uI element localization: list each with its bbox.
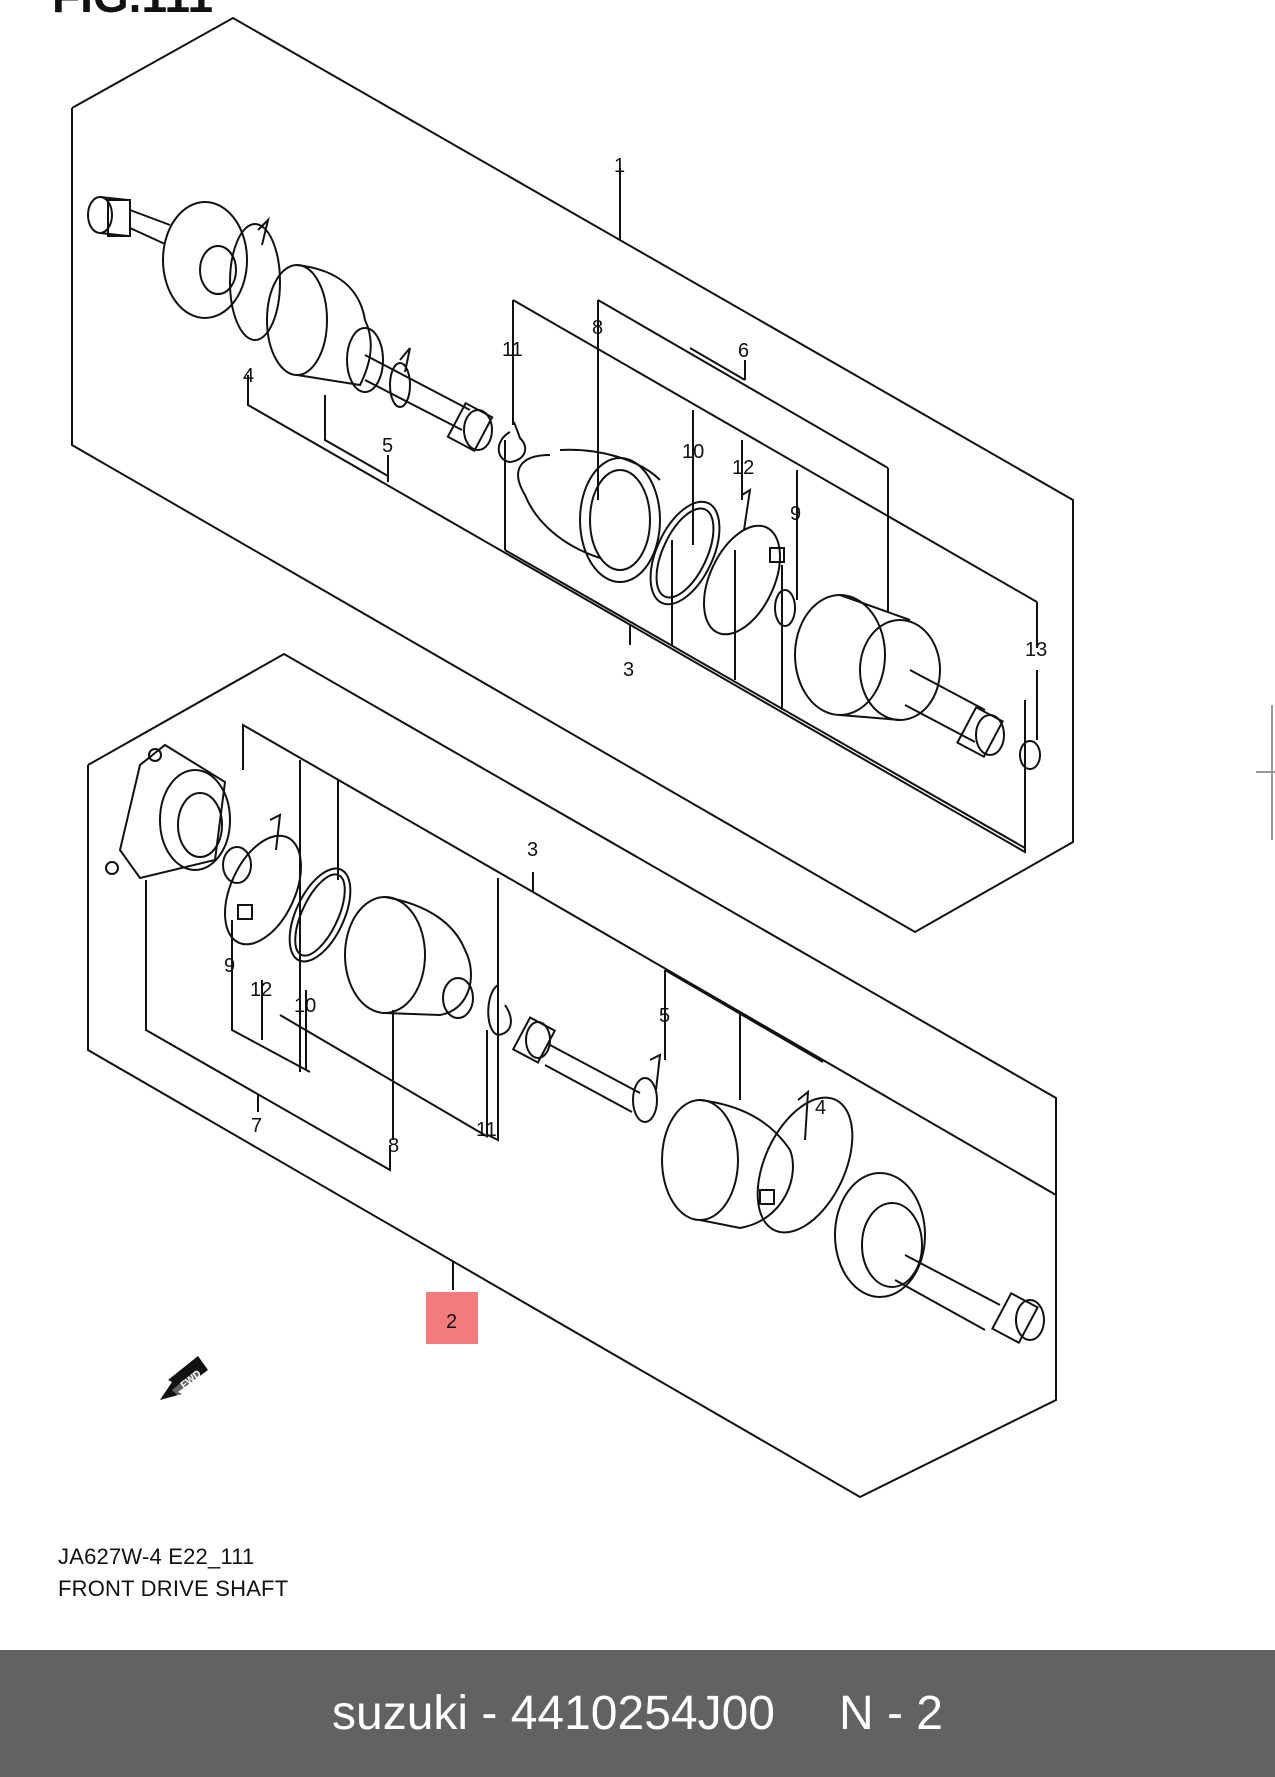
upper-assembly — [71, 16, 1074, 934]
callout-lower-12: 12 — [250, 979, 272, 1001]
callout-upper-11: 11 — [502, 339, 523, 361]
lower-frame — [87, 652, 1057, 1499]
callout-lower-11: 11 — [476, 1119, 497, 1141]
callout-lower-9: 9 — [224, 955, 235, 977]
callout-upper-1: 1 — [614, 155, 625, 177]
figure-code: JA627W-4 E22_111 — [58, 1544, 255, 1569]
callout-lower-8: 8 — [388, 1135, 399, 1157]
forward-arrow-icon: FWD — [160, 1356, 208, 1400]
highlight-box-2 — [426, 1292, 478, 1344]
callout-lower-7: 7 — [251, 1115, 262, 1137]
figure-title: FIG.111 — [52, 0, 213, 22]
callout-upper-3: 3 — [623, 659, 634, 681]
callout-lower-10: 10 — [294, 995, 316, 1017]
callout-upper-10: 10 — [682, 441, 704, 463]
drive-shaft-diagram: FIG.111 — [52, 0, 1275, 1499]
callout-upper-9: 9 — [790, 503, 801, 525]
callout-upper-12: 12 — [732, 457, 754, 479]
callout-lower-5: 5 — [659, 1005, 670, 1027]
position-label: N - 2 — [838, 1687, 943, 1740]
callout-lower-2: 2 — [446, 1311, 457, 1333]
lower-assembly — [87, 652, 1057, 1499]
callout-lower-4: 4 — [815, 1097, 826, 1119]
upper-frame — [71, 16, 1074, 934]
figure-name: FRONT DRIVE SHAFT — [58, 1576, 289, 1601]
brand-part-number: suzuki - 4410254J00 — [332, 1687, 775, 1740]
callout-upper-5: 5 — [382, 435, 393, 457]
callout-upper-4: 4 — [243, 365, 254, 387]
callout-lower-3: 3 — [527, 839, 538, 861]
part-footer: suzuki - 4410254J00 N - 2 — [0, 1650, 1275, 1777]
callout-upper-6: 6 — [738, 340, 749, 362]
callout-upper-8: 8 — [592, 317, 603, 339]
callout-upper-13: 13 — [1025, 639, 1047, 661]
